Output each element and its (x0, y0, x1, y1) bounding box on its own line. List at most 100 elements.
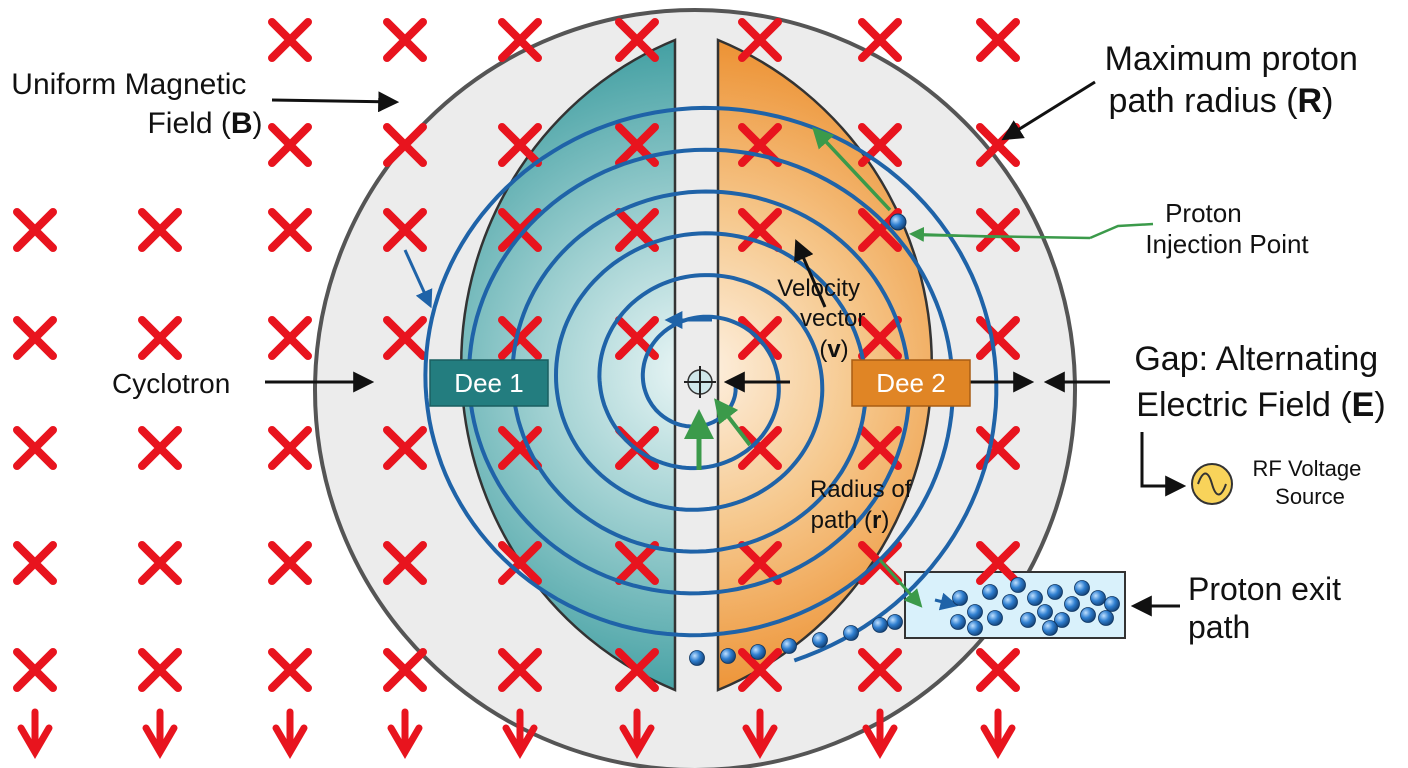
cross-icon (858, 316, 902, 360)
cross-icon (976, 316, 1020, 360)
proton (1042, 620, 1058, 636)
cross-icon (615, 648, 659, 692)
cross-icon (138, 541, 182, 585)
cross-icon (268, 426, 312, 470)
cross-icon (976, 541, 1020, 585)
cross-icon (268, 316, 312, 360)
cross-icon (13, 316, 57, 360)
proton (967, 620, 983, 636)
velocity-vector (812, 126, 892, 212)
proton (1020, 612, 1036, 628)
down-arrow-icon (742, 708, 778, 759)
cross-icon (976, 648, 1020, 692)
magnetic-field-label: Uniform Magnetic Field (B) (11, 68, 262, 140)
proton (843, 625, 859, 641)
dee-1-text: Dee 1 (454, 368, 523, 398)
cross-icon (738, 648, 782, 692)
proton (1098, 610, 1114, 626)
injection-pointer (909, 226, 1001, 242)
proton (1074, 580, 1090, 596)
exit-path-label: Proton exit path (1188, 571, 1350, 645)
proton (1002, 594, 1018, 610)
down-arrow-icon (142, 708, 178, 759)
proton (982, 584, 998, 600)
cross-icon (738, 426, 782, 470)
proton-beam (689, 577, 1120, 666)
cross-icon (498, 123, 542, 167)
down-arrow-icon (619, 708, 655, 759)
proton (950, 614, 966, 630)
dee-1-label: Dee 1 (429, 359, 549, 407)
cross-icon (615, 18, 659, 62)
proton (1064, 596, 1080, 612)
cross-icon (383, 648, 427, 692)
rf-voltage-source (1191, 463, 1233, 505)
cross-icon (498, 316, 542, 360)
cross-icon (383, 208, 427, 252)
down-arrow-icon (272, 708, 308, 759)
sine-wave-icon (1197, 472, 1227, 496)
cross-icon (13, 648, 57, 692)
proton (1037, 604, 1053, 620)
proton (689, 650, 705, 666)
cross-icon (13, 541, 57, 585)
proton (1047, 584, 1063, 600)
cross-icon (858, 426, 902, 470)
spiral-direction-arrow (934, 592, 959, 611)
down-arrow-icon (980, 708, 1016, 759)
magnetic-field-markers (13, 18, 1020, 759)
cross-icon (383, 316, 427, 360)
proton-spiral-path (423, 105, 999, 663)
velocity-vector (714, 398, 752, 447)
cross-icon (615, 208, 659, 252)
proton (1010, 577, 1026, 593)
cross-icon (138, 208, 182, 252)
proton (812, 632, 828, 648)
cross-icon (138, 316, 182, 360)
cross-icon (498, 648, 542, 692)
injection-label: Proton Injection Point (1145, 198, 1309, 259)
cross-icon (268, 18, 312, 62)
cross-icon (138, 426, 182, 470)
cross-icon (383, 541, 427, 585)
dee-2-label: Dee 2 (851, 359, 971, 407)
proton (1104, 596, 1120, 612)
cross-icon (615, 541, 659, 585)
radius-vector (878, 559, 923, 608)
cross-icon (498, 541, 542, 585)
cross-icon (498, 208, 542, 252)
proton (781, 638, 797, 654)
cross-icon (383, 18, 427, 62)
proton (1080, 607, 1096, 623)
velocity-label: Velocity vector (v) (777, 275, 872, 363)
proton (967, 604, 983, 620)
cross-icon (976, 208, 1020, 252)
proton (887, 614, 903, 630)
max-radius-pointer (1001, 80, 1096, 141)
cross-icon (738, 18, 782, 62)
down-arrow-icon (17, 708, 53, 759)
velocity-label-pointer (794, 239, 827, 308)
spiral-direction-arrow (403, 249, 433, 309)
proton (1054, 612, 1070, 628)
magnetic-field-pointer (271, 91, 400, 113)
proton (720, 648, 736, 664)
rf-source-label: RF Voltage Source (1253, 456, 1368, 509)
gap-label: Gap: Alternating Electric Field (E) (1134, 340, 1387, 424)
cross-icon (498, 426, 542, 470)
proton (1090, 590, 1106, 606)
cross-icon (738, 208, 782, 252)
cross-icon (858, 648, 902, 692)
cross-icon (268, 123, 312, 167)
cross-icon (138, 648, 182, 692)
radius-path-label: Radius of path (r) (810, 476, 918, 534)
cross-icon (268, 541, 312, 585)
proton (750, 644, 766, 660)
cross-icon (976, 18, 1020, 62)
cross-icon (13, 426, 57, 470)
proton (872, 617, 888, 633)
max-radius-label: Maximum proton path radius (R) (1105, 40, 1368, 120)
crosshair-icon (684, 366, 716, 398)
down-arrow-icon (502, 708, 538, 759)
